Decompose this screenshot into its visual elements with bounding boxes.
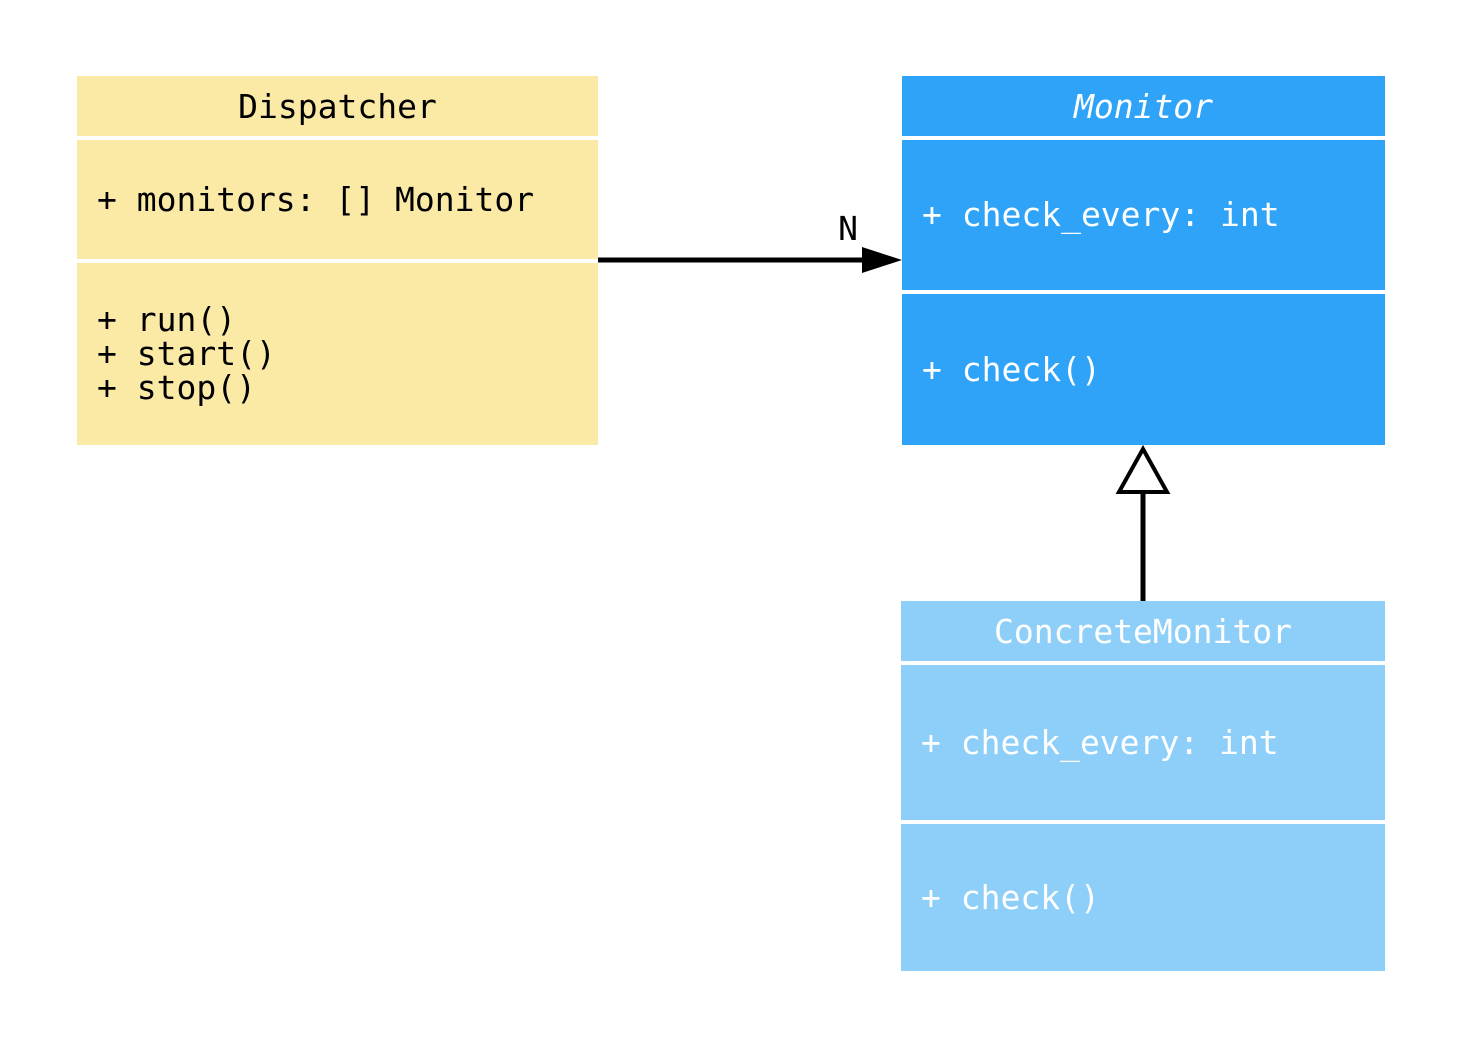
class-title-monitor: Monitor [902,76,1385,136]
class-methods-monitor: + check() [902,294,1385,445]
class-title-dispatcher: Dispatcher [77,76,598,136]
attribute-line: + monitors: [] Monitor [97,179,535,219]
class-box-dispatcher: Dispatcher + monitors: [] Monitor + run(… [77,76,598,445]
method-line: + start() [97,334,276,373]
class-box-concrete-monitor: ConcreteMonitor + check_every: int + che… [901,601,1385,971]
class-methods-concrete-monitor: + check() [901,824,1385,971]
class-methods-dispatcher: + run() + start() + stop() [77,263,598,445]
class-title-concrete-monitor: ConcreteMonitor [901,601,1385,661]
method-line: + run() [97,300,237,339]
attribute-line: + check_every: int [921,722,1279,762]
method-line: + stop() [97,368,256,407]
method-line: + check() [922,349,1101,389]
class-attributes-monitor: + check_every: int [902,140,1385,290]
association-multiplicity-label: N [838,209,858,248]
inheritance-triangle-icon [1115,444,1171,494]
class-box-monitor: Monitor + check_every: int + check() [902,76,1385,445]
class-attributes-concrete-monitor: + check_every: int [901,665,1385,820]
attribute-line: + check_every: int [922,195,1280,234]
association-arrowhead-icon [862,247,902,273]
class-attributes-dispatcher: + monitors: [] Monitor [77,140,598,259]
method-line: + check() [921,877,1100,917]
